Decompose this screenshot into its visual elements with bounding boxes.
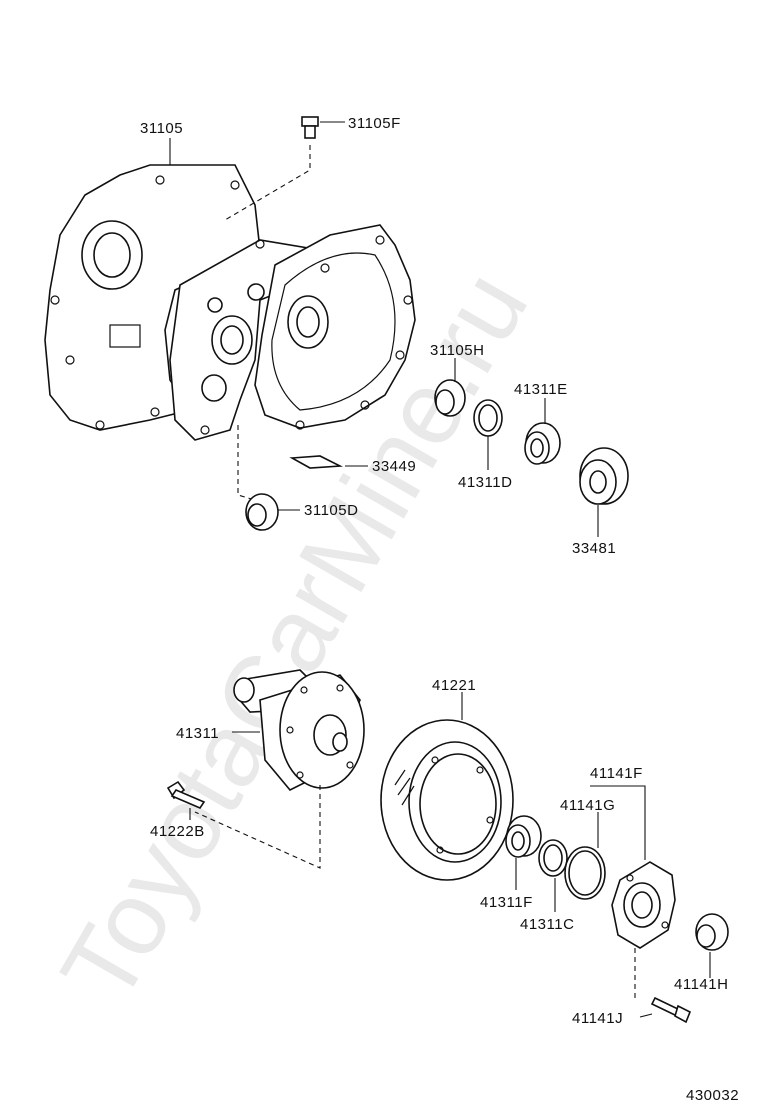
label-41141h: 41141H bbox=[674, 976, 728, 993]
magnet-33449[interactable] bbox=[289, 455, 343, 469]
diagram-code: 430032 bbox=[686, 1087, 739, 1104]
leader-lines bbox=[169, 121, 711, 1018]
o-ring-41141g[interactable] bbox=[564, 846, 606, 900]
bearing-41311e[interactable] bbox=[524, 422, 561, 465]
seal-31105d[interactable] bbox=[245, 493, 279, 531]
bearing-41311f[interactable] bbox=[505, 815, 542, 858]
seal-33481[interactable] bbox=[579, 447, 629, 505]
label-41141j: 41141J bbox=[572, 1010, 623, 1027]
label-41221: 41221 bbox=[432, 677, 476, 694]
label-33449: 33449 bbox=[372, 458, 416, 475]
label-41311c: 41311C bbox=[520, 916, 574, 933]
shim-41311d[interactable] bbox=[473, 399, 503, 437]
seal-41141h[interactable] bbox=[695, 913, 729, 951]
label-31105: 31105 bbox=[140, 120, 183, 137]
bolt-31105f[interactable] bbox=[301, 116, 319, 139]
differential-case[interactable] bbox=[233, 669, 365, 791]
label-31105h: 31105H bbox=[430, 342, 484, 359]
label-33481: 33481 bbox=[572, 540, 616, 557]
bolt-41141j[interactable] bbox=[650, 996, 692, 1024]
bolt-41222b[interactable] bbox=[166, 780, 206, 809]
label-31105f: 31105F bbox=[348, 115, 401, 132]
label-31105d: 31105D bbox=[304, 502, 358, 519]
label-41141g: 41141G bbox=[560, 797, 615, 814]
label-41311e: 41311E bbox=[514, 381, 568, 398]
shim-41311c[interactable] bbox=[538, 839, 568, 877]
seal-31105h[interactable] bbox=[434, 379, 466, 417]
ring-gear-41221[interactable] bbox=[380, 719, 514, 881]
retainer-41141f[interactable] bbox=[611, 861, 676, 949]
label-41222b: 41222B bbox=[150, 823, 205, 840]
label-41311d: 41311D bbox=[458, 474, 512, 491]
label-41141f: 41141F bbox=[590, 765, 643, 782]
transaxle-case[interactable] bbox=[44, 164, 416, 441]
label-41311f: 41311F bbox=[480, 894, 533, 911]
label-41311: 41311 bbox=[176, 725, 219, 742]
